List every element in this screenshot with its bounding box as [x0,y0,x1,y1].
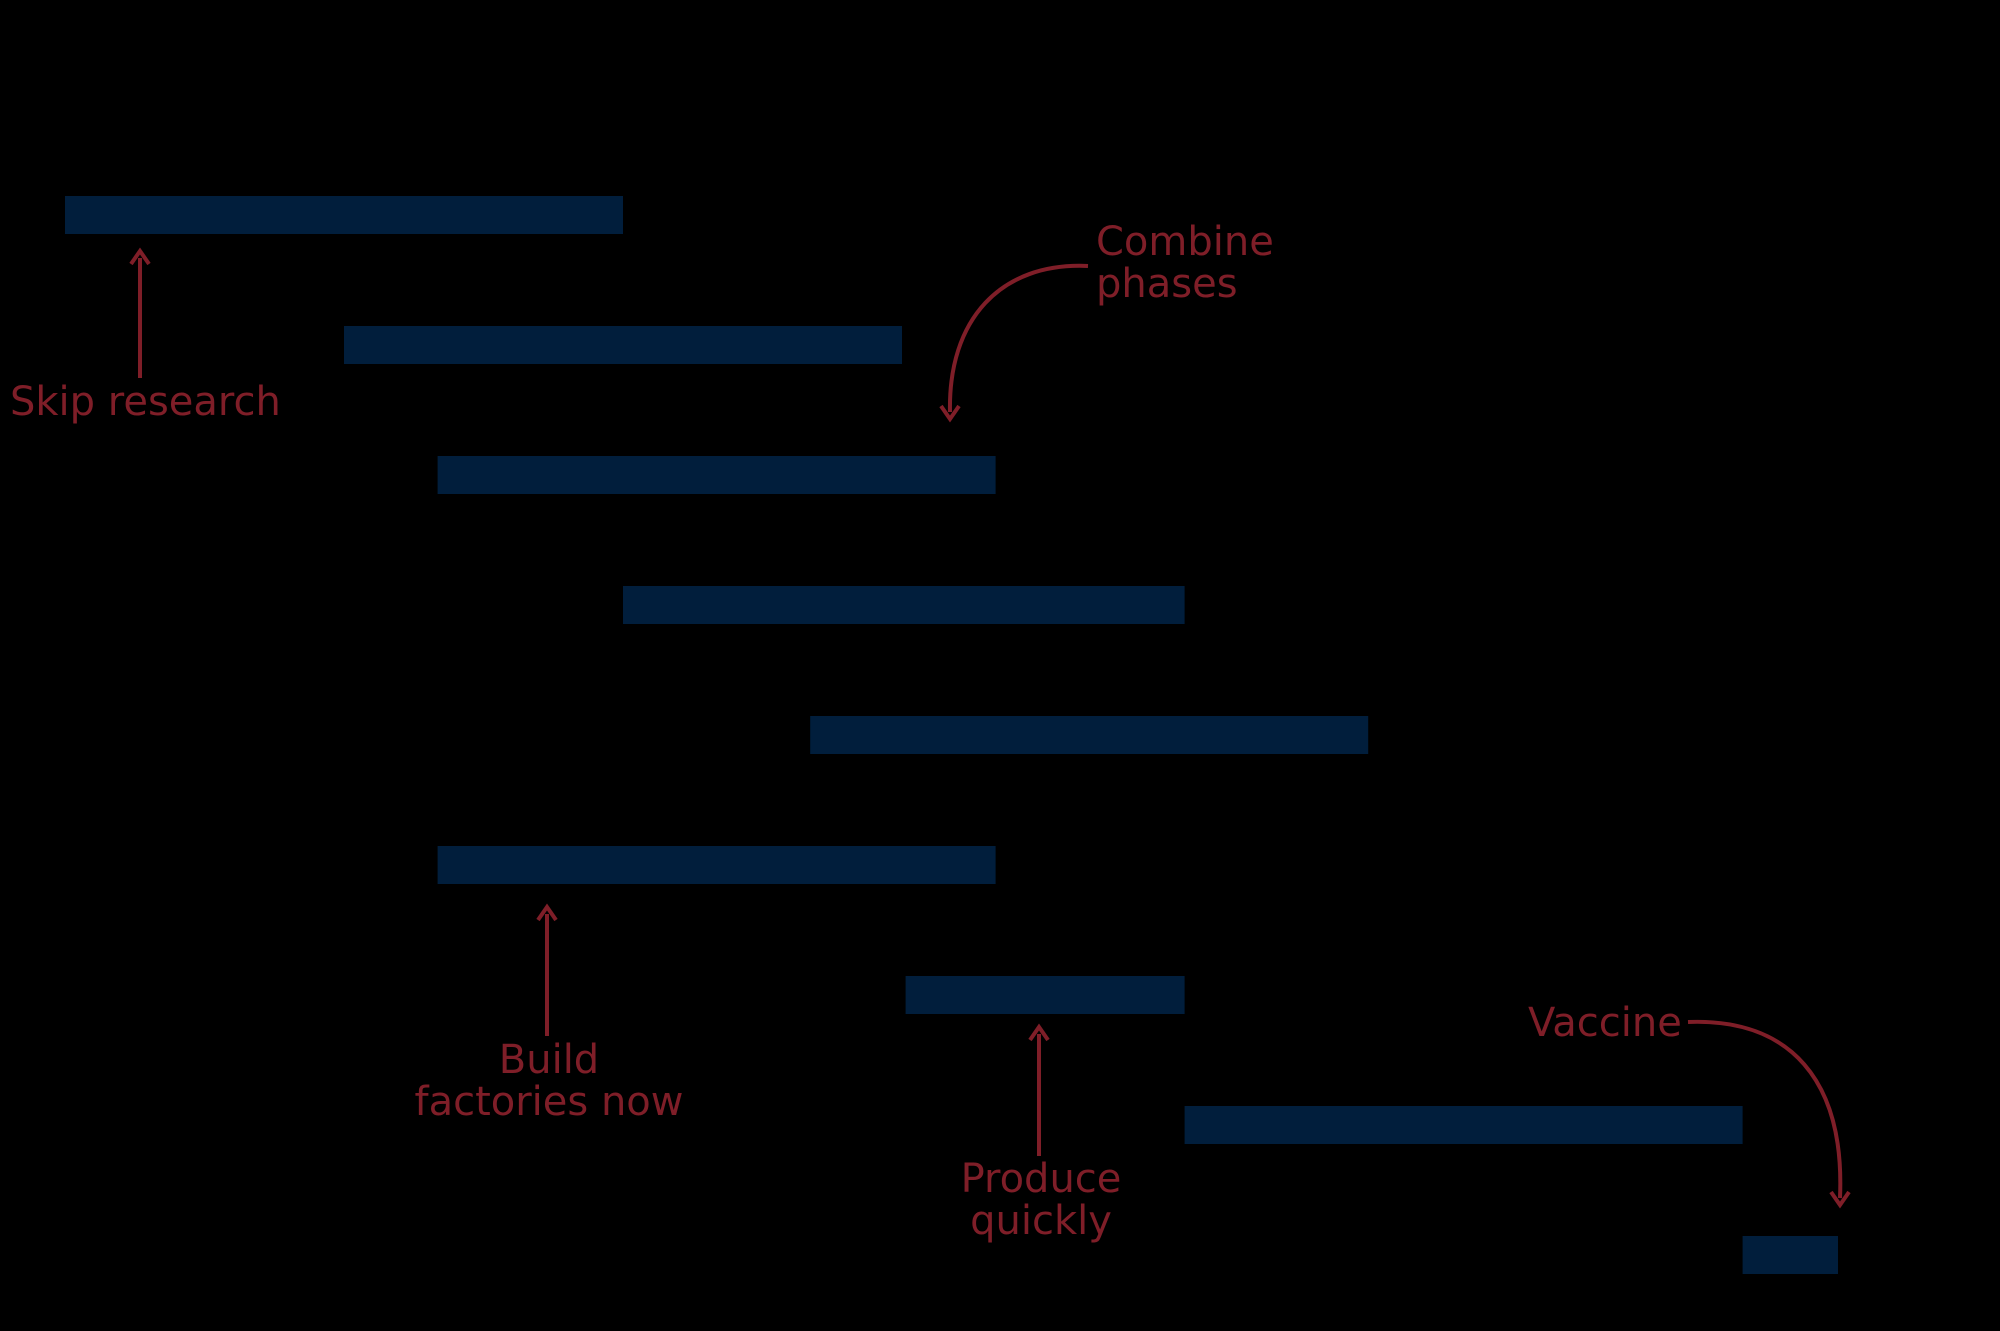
annotation-skip-research: Skip research [10,247,281,425]
task-bar-8 [1184,1106,1743,1144]
annotation-label-line-1: Build [499,1037,599,1083]
annotation-label-line-2: phases [1096,261,1238,307]
task-bar-3 [437,456,996,494]
annotation-vaccine: Vaccine [1528,1000,1851,1209]
task-bar-4 [623,586,1185,624]
annotation-label-line-2: quickly [970,1198,1112,1244]
arrowhead [1829,1190,1851,1209]
annotation-build-factories: Build factories now [414,903,684,1125]
annotation-produce-quickly: Produce quickly [961,1023,1122,1244]
annotation-label-line-2: factories now [414,1079,683,1125]
annotation-combine-phases: Combine phases [939,219,1274,423]
annotation-label: Vaccine [1528,1000,1682,1046]
task-bar-5 [810,716,1369,754]
task-bar-7 [905,976,1185,1014]
annotation-arrow [1687,1019,1843,1199]
task-bar-1 [65,196,623,234]
annotation-label-line-1: Produce [961,1156,1122,1202]
task-bar-9 [1742,1236,1838,1274]
arrowhead [536,903,558,922]
task-bar-2 [344,326,902,364]
task-bars [65,196,1838,1274]
annotation-arrow [947,263,1089,413]
task-bar-6 [437,846,996,884]
arrowhead [1028,1023,1050,1042]
annotation-label: Skip research [10,379,281,425]
arrowhead [129,247,151,266]
annotation-label-line-1: Combine [1096,219,1274,265]
arrowhead [939,404,961,423]
